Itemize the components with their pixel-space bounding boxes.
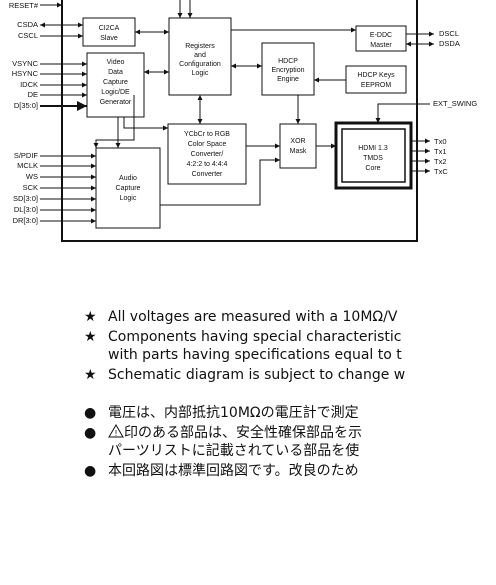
ext-swing-label: EXT_SWING	[433, 99, 477, 108]
hdmi-line3: Core	[365, 165, 380, 172]
dscl-label: DSCL	[439, 29, 459, 38]
note-jp-3: パーツリストに記載されている部品を使	[0, 442, 496, 460]
registers-line1: Registers	[185, 43, 215, 50]
note-en-2: ★ Components having special characteristi…	[0, 328, 496, 346]
warning-triangle-icon: !	[108, 424, 124, 438]
star-bullet: ★	[84, 367, 97, 383]
ycbcr-line5: Converter	[192, 171, 223, 178]
hdcp-line3: Engine	[277, 76, 299, 83]
note-en-3-text: with parts having specifications equal t…	[108, 347, 402, 363]
note-en-1: ★ All voltages are measured with a 10MΩ/V	[0, 308, 496, 326]
tx1-label: Tx1	[434, 147, 447, 156]
registers-line2: and	[194, 52, 206, 59]
ci2ca-slave-block: CI2CA Slave	[82, 17, 136, 47]
note-en-1-text: All voltages are measured with a 10MΩ/V	[108, 309, 398, 325]
hdcp-keys-line2: EEPROM	[361, 82, 392, 89]
note-jp-1-text: 電圧は、内部抵抗10MΩの電圧計で測定	[108, 405, 359, 421]
hsync-label: HSYNC	[12, 69, 39, 78]
note-jp-3-text: パーツリストに記載されている部品を使	[108, 443, 360, 459]
mclk-label: MCLK	[17, 161, 38, 170]
note-en-2-text: Components having special characteristic	[108, 329, 402, 345]
ycbcr-line4: 4:2:2 to 4:4:4	[187, 161, 228, 168]
internal-connections	[93, 0, 356, 206]
note-en-4: ★ Schematic diagram is subject to change …	[0, 366, 496, 384]
de-label: DE	[28, 90, 38, 99]
hdmi-line2: TMDS	[363, 155, 383, 162]
star-bullet: ★	[84, 309, 97, 325]
note-en-4-text: Schematic diagram is subject to change w	[108, 367, 406, 383]
tx2-label: Tx2	[434, 157, 447, 166]
reset-label: RESET#	[9, 1, 39, 10]
ycbcr-line1: YCbCr to RGB	[184, 131, 230, 138]
d-bus-label: D[35:0]	[14, 101, 38, 110]
right-signal-wires	[375, 31, 434, 174]
ci2ca-line2: Slave	[100, 35, 118, 42]
note-jp-4-text: 本回路図は標準回路図です。改良のため	[108, 463, 359, 479]
chip-boundary	[61, 0, 418, 242]
dot-bullet: ●	[84, 463, 97, 479]
edde-line1: E-DDC	[370, 32, 392, 39]
video-capture-block: Video Data Capture Logic/DE Generator	[86, 52, 145, 118]
dsda-label: DSDA	[439, 39, 460, 48]
dr-label: DR[3:0]	[13, 216, 38, 225]
hdcp-keys-line1: HDCP Keys	[357, 72, 395, 79]
left-signal-wires	[40, 2, 96, 224]
sd-label: SD[3:0]	[13, 194, 38, 203]
dot-bullet: ●	[84, 405, 97, 421]
cscl-label: CSCL	[18, 31, 38, 40]
spdif-label: S/PDIF	[14, 151, 39, 160]
ci2ca-line1: CI2CA	[99, 25, 120, 32]
right-signal-labels: DSCL DSDA EXT_SWING Tx0 Tx1 Tx2 TxC	[433, 29, 477, 176]
video-line2: Data	[108, 69, 123, 76]
hdcp-keys-block: HDCP Keys EEPROM	[345, 65, 407, 94]
hdcp-line2: Encryption	[271, 67, 304, 74]
warning-mark: !	[114, 429, 117, 438]
dl-label: DL[3:0]	[14, 205, 38, 214]
csda-label: CSDA	[17, 20, 38, 29]
xor-line1: XOR	[290, 138, 305, 145]
note-jp-2-text: 印のある部品は、安全性確保部品を示	[124, 425, 362, 441]
note-jp-4: ● 本回路図は標準回路図です。改良のため	[0, 462, 496, 480]
note-jp-2: ●! 印のある部品は、安全性確保部品を示	[0, 424, 496, 442]
sck-label: SCK	[23, 183, 38, 192]
audio-line2: Capture	[116, 185, 141, 192]
xor-line2: Mask	[290, 148, 307, 155]
video-line4: Logic/DE	[101, 89, 130, 96]
registers-line4: Logic	[192, 70, 209, 77]
vsync-label: VSYNC	[12, 59, 38, 68]
note-jp-1: ● 電圧は、内部抵抗10MΩの電圧計で測定	[0, 404, 496, 422]
video-line5: Generator	[100, 99, 132, 106]
edde-line2: Master	[370, 42, 392, 49]
dot-bullet: ●	[84, 425, 97, 441]
idck-label: IDCK	[20, 80, 38, 89]
hdcp-engine-block: HDCP Encryption Engine	[261, 42, 315, 96]
star-bullet: ★	[84, 329, 97, 345]
hdcp-line1: HDCP	[278, 58, 298, 65]
registers-line3: Configuration	[179, 61, 221, 68]
video-line1: Video	[107, 59, 125, 66]
hdmi-line1: HDMI 1.3	[358, 145, 388, 152]
audio-line1: Audio	[119, 175, 137, 182]
audio-line3: Logic	[120, 195, 137, 202]
tx0-label: Tx0	[434, 137, 447, 146]
left-signal-labels: RESET# CSDA CSCL VSYNC HSYNC IDCK DE D[3…	[9, 1, 39, 225]
ycbcr-line2: Color Space	[188, 141, 227, 148]
ycbcr-converter-block: YCbCr to RGB Color Space Converter/ 4:2:…	[167, 123, 247, 185]
video-line3: Capture	[103, 79, 128, 86]
ycbcr-line3: Converter/	[191, 151, 224, 158]
registers-block: Registers and Configuration Logic	[168, 17, 232, 96]
audio-capture-block: Audio Capture Logic	[95, 147, 161, 229]
ws-label: WS	[26, 172, 38, 181]
txc-label: TxC	[434, 167, 448, 176]
xor-mask-block: XOR Mask	[279, 123, 317, 169]
note-en-3: with parts having specifications equal t…	[0, 346, 496, 364]
edde-master-block: E-DDC Master	[355, 25, 407, 52]
hdmi-tmds-core-block: HDMI 1.3 TMDS Core	[334, 121, 413, 190]
